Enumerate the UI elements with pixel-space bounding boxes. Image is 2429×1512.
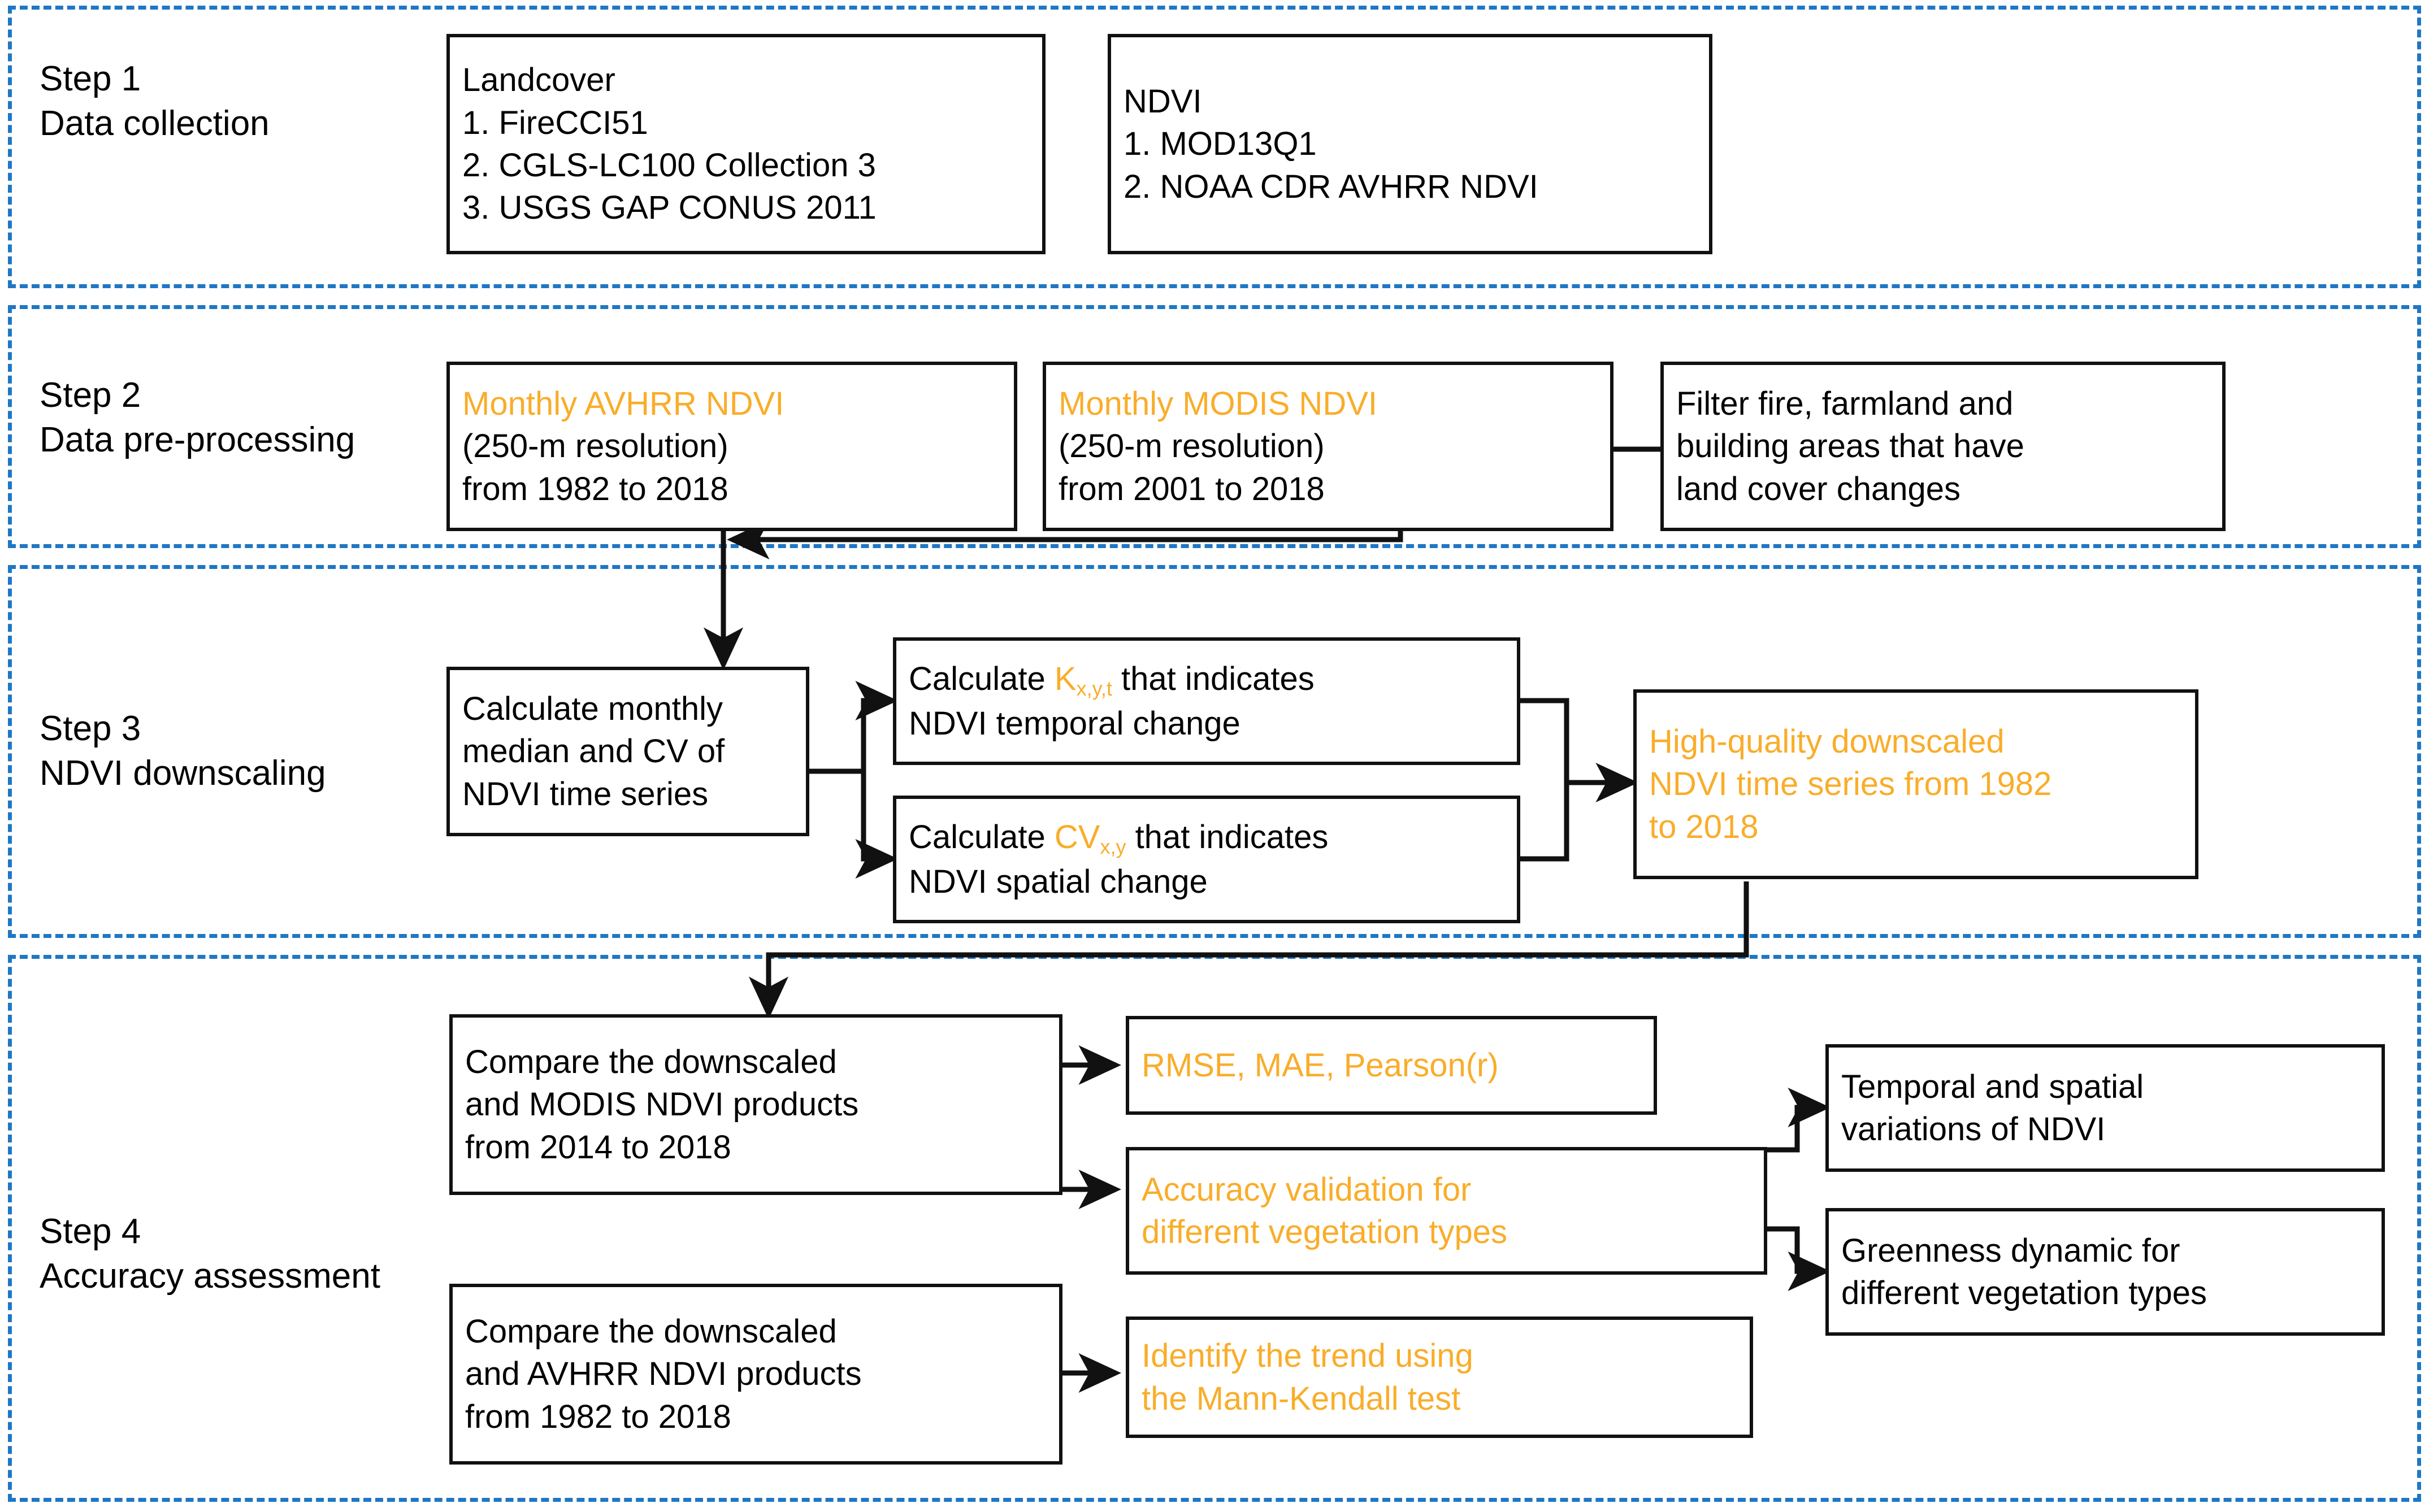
box-temporal-spatial-variations[interactable]: Temporal and spatial variations of NDVI — [1825, 1044, 2385, 1172]
k-subscript: x,y,t — [1076, 676, 1112, 700]
mann-kendall-line-2: the Mann-Kendall test — [1142, 1380, 1461, 1417]
compare-avhrr-line-1: Compare the downscaled — [465, 1313, 837, 1350]
temporal-spatial-line-1: Temporal and spatial — [1841, 1068, 2144, 1105]
step-label-3: Step 3 NDVI downscaling — [40, 709, 326, 793]
k-temporal-prefix: Calculate — [909, 660, 1055, 697]
median-cv-line-1: Calculate monthly — [462, 690, 723, 727]
compare-avhrr-line-3: from 1982 to 2018 — [465, 1398, 731, 1435]
box-calculate-k-temporal[interactable]: Calculate Kx,y,t that indicates NDVI tem… — [893, 637, 1520, 765]
box-landcover[interactable]: Landcover 1. FireCCI51 2. CGLS-LC100 Col… — [446, 34, 1046, 254]
modis-resolution: (250-m resolution) — [1059, 428, 1325, 465]
box-calculate-cv-spatial[interactable]: Calculate CVx,y that indicates NDVI spat… — [893, 796, 1520, 923]
compare-modis-line-3: from 2014 to 2018 — [465, 1128, 731, 1166]
temporal-spatial-line-2: variations of NDVI — [1841, 1111, 2106, 1148]
filter-line-2: building areas that have — [1676, 428, 2024, 465]
high-quality-line-3: to 2018 — [1649, 808, 1759, 845]
box-modis-ndvi[interactable]: Monthly MODIS NDVI (250-m resolution) fr… — [1043, 362, 1613, 531]
compare-modis-line-2: and MODIS NDVI products — [465, 1086, 859, 1123]
step-label-4: Step 4 Accuracy assessment — [40, 1212, 380, 1296]
cv-subscript: x,y — [1100, 835, 1126, 858]
median-cv-line-3: NDVI time series — [462, 775, 709, 813]
k-temporal-suffix: that indicates — [1112, 660, 1315, 697]
box-high-quality-ndvi[interactable]: High-quality downscaled NDVI time series… — [1633, 689, 2198, 879]
landcover-item-1: 1. FireCCI51 — [462, 104, 648, 141]
compare-modis-line-1: Compare the downscaled — [465, 1043, 837, 1080]
greenness-line-2: different vegetation types — [1841, 1275, 2207, 1311]
box-avhrr-ndvi[interactable]: Monthly AVHRR NDVI (250-m resolution) fr… — [446, 362, 1017, 531]
filter-line-1: Filter fire, farmland and — [1676, 385, 2014, 422]
step-label-1: Step 1 Data collection — [40, 59, 270, 144]
landcover-item-3: 3. USGS GAP CONUS 2011 — [462, 189, 877, 227]
compare-avhrr-line-2: and AVHRR NDVI products — [465, 1355, 862, 1393]
median-cv-line-2: median and CV of — [462, 733, 725, 770]
filter-line-3: land cover changes — [1676, 470, 1960, 507]
box-mann-kendall[interactable]: Identify the trend using the Mann-Kendal… — [1126, 1317, 1753, 1438]
box-metrics[interactable]: RMSE, MAE, Pearson(r) — [1126, 1016, 1657, 1115]
avhrr-resolution: (250-m resolution) — [462, 428, 728, 465]
box-compare-avhrr[interactable]: Compare the downscaled and AVHRR NDVI pr… — [449, 1284, 1062, 1465]
modis-period: from 2001 to 2018 — [1059, 470, 1325, 507]
cv-spatial-line-1: Calculate CVx,y that indicates — [909, 816, 1504, 861]
metrics-line-1: RMSE, MAE, Pearson(r) — [1142, 1046, 1499, 1084]
cv-spatial-prefix: Calculate — [909, 818, 1055, 855]
accuracy-validation-line-2: different vegetation types — [1142, 1214, 1508, 1250]
greenness-line-1: Greenness dynamic for — [1841, 1232, 2180, 1269]
box-greenness-dynamic[interactable]: Greenness dynamic for different vegetati… — [1825, 1208, 2385, 1336]
box-compare-modis[interactable]: Compare the downscaled and MODIS NDVI pr… — [449, 1014, 1062, 1195]
k-temporal-line-2: NDVI temporal change — [909, 705, 1240, 742]
k-symbol: K — [1054, 660, 1077, 697]
avhrr-title: Monthly AVHRR NDVI — [462, 385, 784, 422]
k-temporal-line-1: Calculate Kx,y,t that indicates — [909, 658, 1504, 702]
box-filter-landcover-change[interactable]: Filter fire, farmland and building areas… — [1660, 362, 2226, 531]
accuracy-validation-line-1: Accuracy validation for — [1142, 1171, 1472, 1208]
ndvi-sources-item-2: 2. NOAA CDR AVHRR NDVI — [1124, 168, 1538, 205]
step-label-2: Step 2 Data pre-processing — [40, 376, 355, 460]
ndvi-sources-item-1: 1. MOD13Q1 — [1124, 125, 1317, 163]
cv-symbol: CV — [1054, 818, 1100, 855]
box-ndvi-sources[interactable]: NDVI 1. MOD13Q1 2. NOAA CDR AVHRR NDVI — [1108, 34, 1712, 254]
ndvi-sources-title: NDVI — [1124, 82, 1202, 120]
box-median-cv[interactable]: Calculate monthly median and CV of NDVI … — [446, 667, 809, 836]
high-quality-line-2: NDVI time series from 1982 — [1649, 766, 2052, 803]
mann-kendall-line-1: Identify the trend using — [1142, 1337, 1473, 1375]
avhrr-period: from 1982 to 2018 — [462, 470, 728, 507]
box-accuracy-validation[interactable]: Accuracy validation for different vegeta… — [1126, 1147, 1767, 1275]
landcover-item-2: 2. CGLS-LC100 Collection 3 — [462, 147, 876, 184]
landcover-title: Landcover — [462, 62, 615, 99]
modis-title: Monthly MODIS NDVI — [1059, 385, 1377, 422]
high-quality-line-1: High-quality downscaled — [1649, 723, 2005, 760]
cv-spatial-suffix: that indicates — [1126, 818, 1329, 855]
cv-spatial-line-2: NDVI spatial change — [909, 863, 1208, 900]
